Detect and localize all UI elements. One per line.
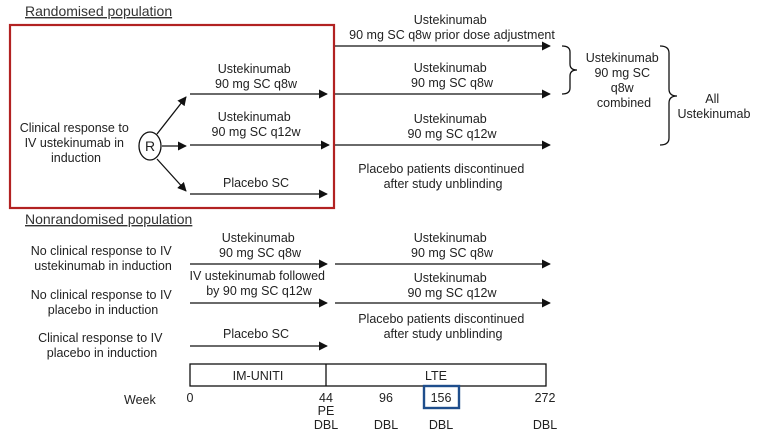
nonrand-row1-lte-label: Ustekinumab 90 mg SC q8w — [411, 231, 494, 260]
arm-q12w-label: Ustekinumab 90 mg SC q12w — [212, 110, 302, 139]
randomisation-label: R — [145, 138, 155, 154]
arrow-r-to-placebo — [156, 158, 187, 192]
group-q8w-combined-label: Ustekinumab 90 mg SC q8w combined — [586, 51, 662, 110]
nonrand-row1-arm-label: Ustekinumab 90 mg SC q8w — [219, 231, 302, 260]
timeline-phase-lte: LTE — [425, 369, 447, 383]
lte-placebo-note: Placebo patients discontinued after stud… — [358, 162, 528, 191]
week-44-pe: PE — [318, 404, 335, 418]
nonrand-row2-arm-label: IV ustekinumab followed by 90 mg SC q12w — [190, 269, 329, 298]
week-272: 272 — [535, 391, 556, 405]
lte-q12w-label: Ustekinumab 90 mg SC q12w — [408, 112, 498, 141]
nonrand-row2-entry: No clinical response to IV placebo in in… — [31, 288, 176, 317]
randomised-entry-text: Clinical response to IV ustekinumab in i… — [20, 121, 133, 165]
nonrand-row1-entry: No clinical response to IV ustekinumab i… — [31, 244, 176, 273]
nonrand-row2-note: Placebo patients discontinued after stud… — [358, 312, 528, 341]
nonrand-row2-lte-label: Ustekinumab 90 mg SC q12w — [408, 271, 498, 300]
group-all-ustekinumab-label: All Ustekinumab — [678, 92, 751, 121]
bracket-q8w-combined — [561, 45, 578, 95]
week-156-dbl: DBL — [429, 418, 453, 432]
lte-adjust-label: Ustekinumab 90 mg SC q8w prior dose adju… — [349, 13, 555, 42]
arrow-r-to-q8w — [156, 96, 187, 135]
arm-placebo-label: Placebo SC — [223, 176, 289, 190]
week-axis-label: Week — [124, 393, 156, 407]
timeline-phase-imuniti: IM-UNITI — [233, 369, 284, 383]
week-272-dbl: DBL — [533, 418, 557, 432]
week-0: 0 — [187, 391, 194, 405]
randomised-box — [8, 23, 336, 210]
arm-q8w-label: Ustekinumab 90 mg SC q8w — [215, 62, 298, 91]
week-44: 44 — [319, 391, 333, 405]
week-96: 96 — [379, 391, 393, 405]
nonrand-row3-arm-label: Placebo SC — [223, 327, 289, 341]
timeline-bar — [189, 363, 547, 387]
randomised-heading: Randomised population — [25, 3, 172, 19]
nonrandomised-heading: Nonrandomised population — [25, 211, 192, 227]
lte-q8w-label: Ustekinumab 90 mg SC q8w — [411, 61, 494, 90]
week-156: 156 — [431, 391, 452, 405]
nonrand-row3-entry: Clinical response to IV placebo in induc… — [38, 331, 166, 360]
week-96-dbl: DBL — [374, 418, 398, 432]
week-44-dbl: DBL — [314, 418, 338, 432]
randomisation-circle — [138, 131, 162, 161]
bracket-all-ustekinumab — [659, 45, 678, 146]
week-156-highlight — [422, 384, 461, 410]
